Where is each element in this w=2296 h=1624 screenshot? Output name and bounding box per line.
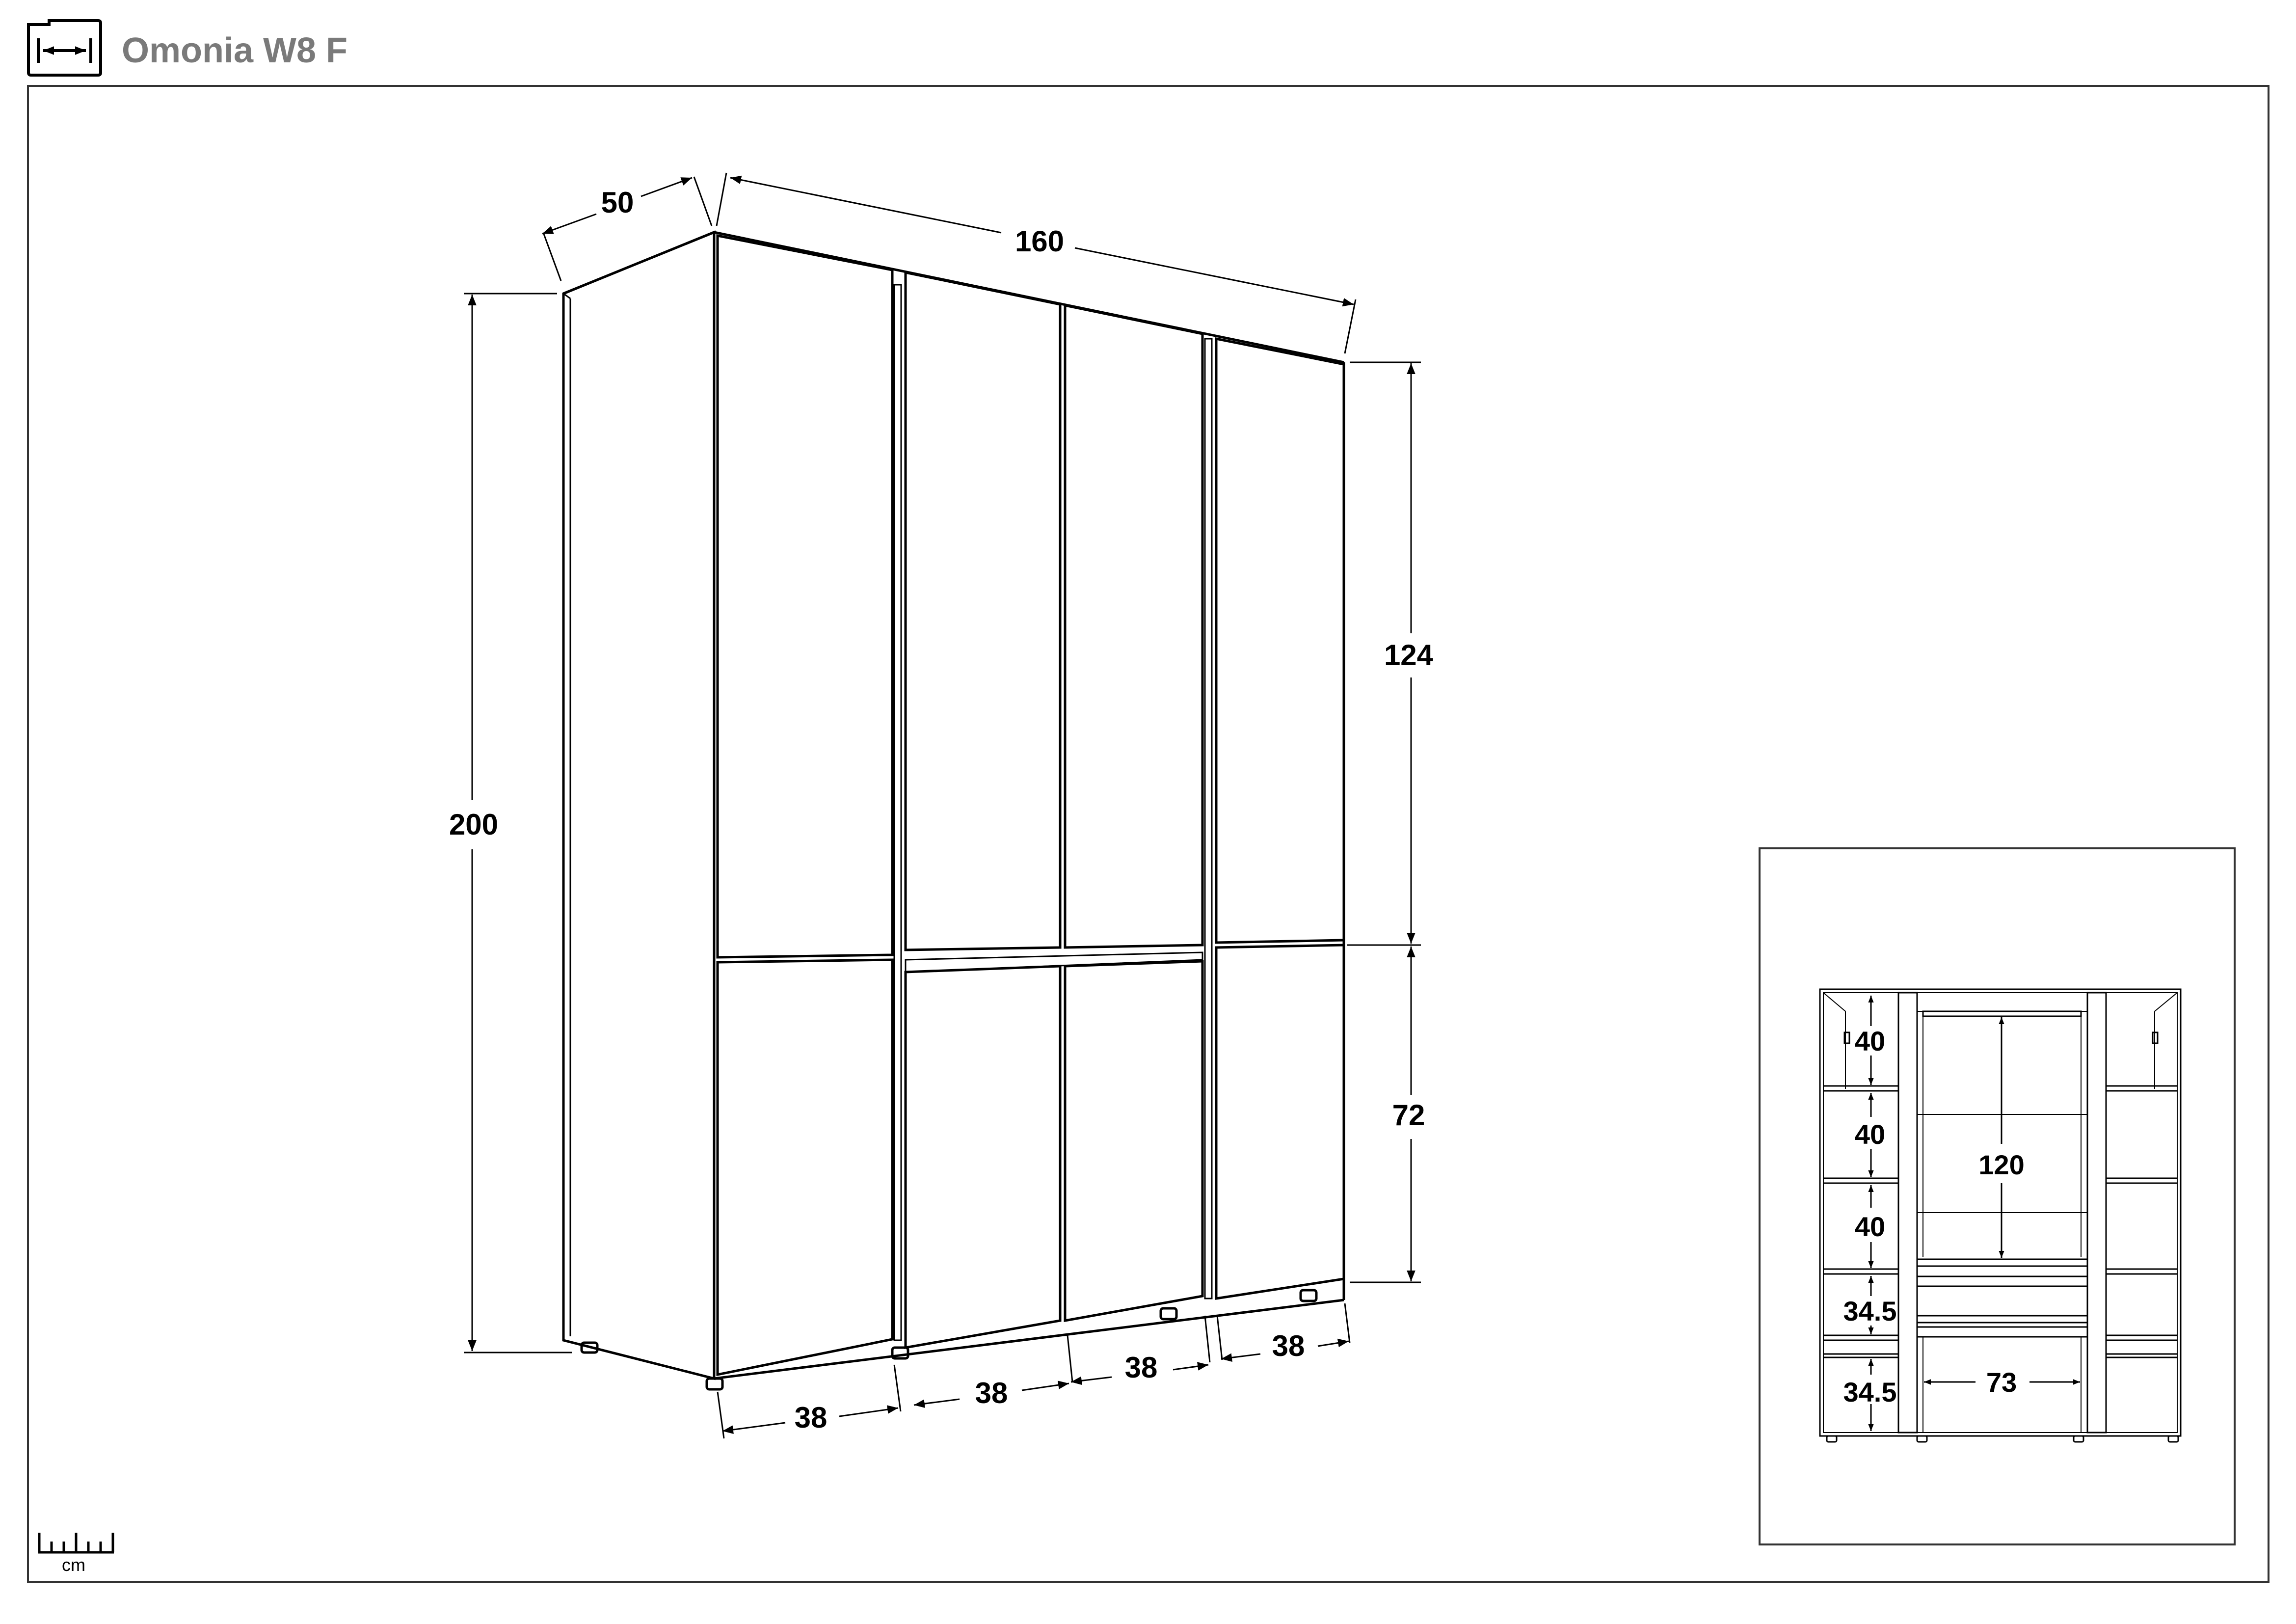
width-label: 160	[1015, 225, 1064, 258]
door-1-lower	[716, 958, 894, 1377]
depth-label: 50	[601, 186, 634, 219]
door-width-label-3: 38	[1125, 1351, 1158, 1384]
door-2-upper	[904, 271, 1062, 951]
dimension-lines	[464, 172, 1421, 1439]
lower-height-label: 72	[1392, 1099, 1425, 1132]
inset-shelf-1-label: 40	[1855, 1026, 1885, 1056]
door-3-lower	[1064, 960, 1204, 1322]
inset-shelf-4-label: 34.5	[1843, 1296, 1897, 1326]
inset-inner-width-label: 73	[1986, 1367, 2017, 1398]
dimension-icon	[27, 19, 102, 77]
inset-shelf-2-label: 40	[1855, 1119, 1885, 1150]
inset-shelf-5-label: 34.5	[1843, 1377, 1897, 1407]
page-title: Omonia W8 F	[122, 31, 347, 70]
door-4-upper	[1215, 337, 1345, 944]
door-3-upper	[1064, 303, 1204, 949]
inset-hanging-height-label: 120	[1978, 1149, 2024, 1180]
door-width-label-4: 38	[1272, 1329, 1305, 1362]
door-4-lower	[1215, 944, 1345, 1300]
door-2-lower	[904, 965, 1062, 1349]
wardrobe-drawing	[562, 230, 1345, 1391]
interior-inset-frame	[1759, 847, 2236, 1545]
height-label: 200	[449, 808, 498, 841]
scale-unit-label: cm	[62, 1555, 85, 1575]
drawing-frame	[27, 85, 2269, 1583]
inset-dimension-lines	[1868, 996, 2080, 1431]
side-panel	[562, 230, 716, 1380]
door-width-label-1: 38	[795, 1401, 828, 1434]
door-width-label-2: 38	[975, 1377, 1008, 1409]
door-1-upper	[716, 234, 894, 959]
upper-height-label: 124	[1384, 639, 1434, 672]
inset-shelf-3-label: 40	[1855, 1211, 1885, 1242]
interior-view	[1819, 988, 2182, 1443]
ruler-icon	[38, 1533, 114, 1554]
